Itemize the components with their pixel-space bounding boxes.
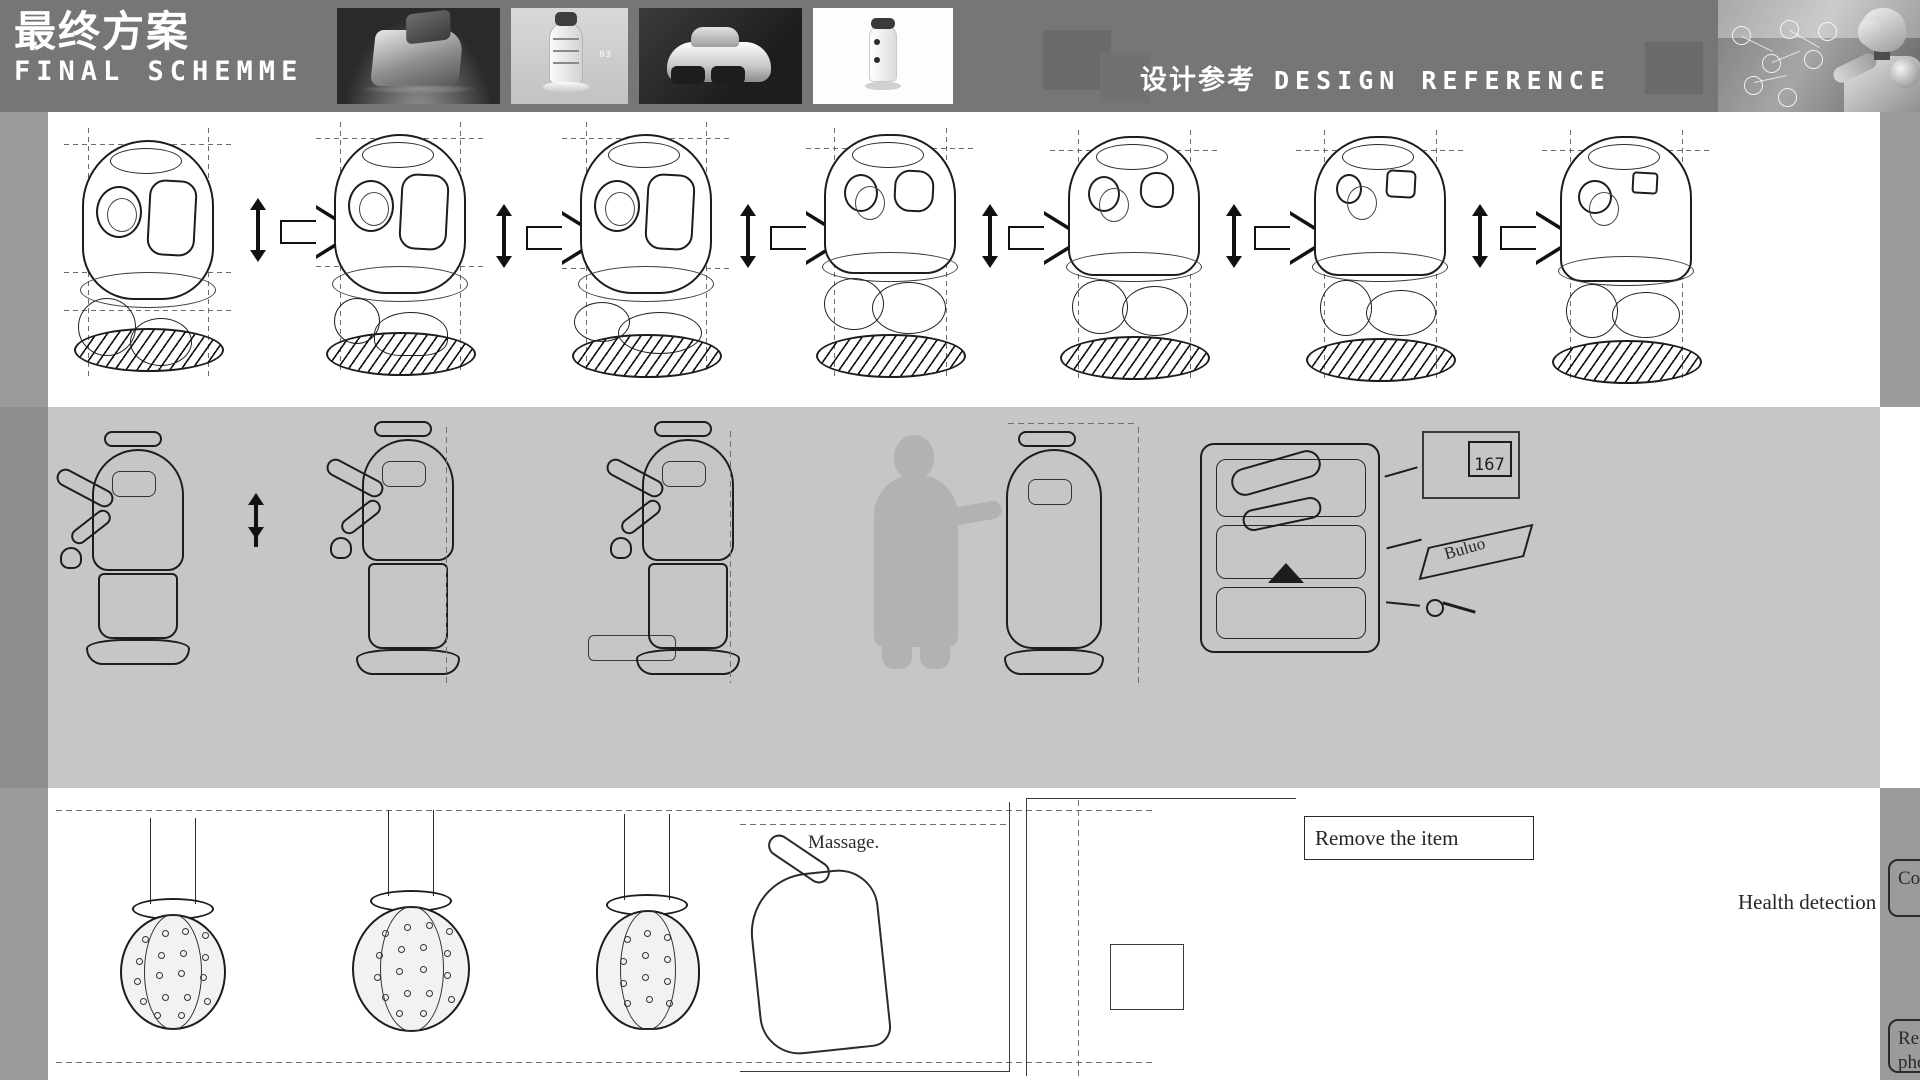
height-adjust-arrow-5 [1226,204,1242,268]
board-header: 最终方案 FINAL SCHEMME 03 [0,0,1920,112]
page-title-en: FINAL SCHEMME [14,56,304,87]
decorative-square-1 [1043,30,1111,90]
arm-deploy-sketch-3 [603,417,766,675]
remove-item-label-box: Remove the item [1304,816,1534,860]
form-step-sketch-1 [58,122,238,392]
height-adjust-arrow-2 [496,204,512,268]
form-step-sketch-7 [1536,124,1716,394]
arm-deploy-sketch-1 [53,427,216,677]
thumbnail-caption: 03 [599,50,612,60]
thumbnail-service-robot-shelf-render[interactable]: 03 [511,8,628,104]
detail-scenario-row: Massage. Remove the item ♡ [48,788,1880,1080]
left-rail-top [0,112,48,407]
home-icon [1268,563,1304,583]
cabinet-sketch [1110,944,1184,1010]
height-adjust-arrow-3 [740,204,756,268]
thumbnail-wheeled-robot-white-render[interactable] [639,8,802,104]
massage-head-sketch-1 [98,818,248,1048]
right-rail-bottom [1880,788,1920,1080]
rescue-phone-callout: Rescue phone [1888,1019,1920,1073]
left-rail-bottom [0,788,48,1080]
height-indicator-1 [248,493,264,547]
height-adjust-arrow-1 [250,198,266,262]
key-icon [1426,599,1444,617]
massage-head-sketch-2 [336,810,486,1040]
massage-hand-sketch [744,865,894,1059]
page-title-cn: 最终方案 [14,7,191,56]
companionship-callout: Companionship [1888,859,1920,917]
height-adjust-arrow-6 [1472,204,1488,268]
massage-label: Massage. [808,832,880,853]
form-evolution-row [48,112,1880,407]
storage-shelf-tools [1216,459,1366,517]
rescue-phone-callout-text: Rescue phone [1898,1028,1920,1073]
form-step-sketch-2 [310,116,490,386]
left-rail-middle [0,407,48,788]
storage-shelf-home [1216,587,1366,639]
massage-scenario-sketch [740,802,1010,1072]
reference-title-cn: 设计参考 [1140,65,1256,96]
form-step-sketch-3 [556,116,736,386]
blood-pressure-monitor-icon: 167 [1422,431,1520,499]
remove-item-label: Remove the item [1315,825,1459,850]
massage-head-sketch-3 [572,814,722,1044]
form-step-sketch-4 [800,122,980,392]
humanoid-robot-iot-photo [1718,0,1920,112]
blood-pressure-reading: 167 [1474,455,1505,475]
decorative-square-3 [1645,42,1703,94]
reference-thumbnail-strip: 03 [337,8,953,104]
companionship-callout-text: Companionship [1898,868,1920,889]
height-adjust-arrow-4 [982,204,998,268]
form-step-sketch-6 [1290,124,1470,394]
form-step-sketch-5 [1044,124,1224,394]
right-rail-top [1880,112,1920,407]
reference-title-en: DESIGN REFERENCE [1274,66,1611,95]
arm-deploy-sketch-2 [323,417,486,675]
reference-title-block: 设计参考 DESIGN REFERENCE [1140,58,1611,97]
function-study-row: 167 Buluo Companionship ☎ 120 [48,407,1920,1080]
title-block: 最终方案 FINAL SCHEMME [14,8,303,88]
thumbnail-delivery-robot-dark-render[interactable] [337,8,500,104]
health-detection-label: Health detection [1738,890,1877,914]
user-silhouette [866,435,1006,675]
thumbnail-white-service-robot-photo[interactable] [813,8,953,104]
user-interaction-robot [988,427,1128,677]
decorative-square-2 [1100,53,1150,103]
remove-item-scenario-sketch [1026,798,1296,1076]
